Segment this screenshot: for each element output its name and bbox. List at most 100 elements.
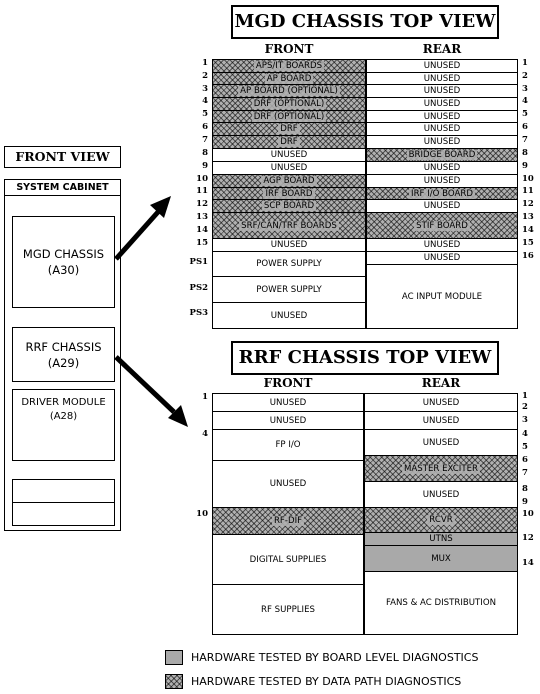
mgd-rear-slot-number: 4 xyxy=(522,96,528,106)
mgd-front-slot-number: PS1 xyxy=(189,257,208,267)
mgd-front-slot-label: POWER SUPPLY xyxy=(256,284,322,295)
mgd-front-slot-number: 5 xyxy=(202,109,208,119)
legend-data-path-text: HARDWARE TESTED BY DATA PATH DIAGNOSTICS xyxy=(191,675,462,688)
mgd-front-slot: POWER SUPPLY xyxy=(212,276,366,303)
rrf-rear-slot-label: UNUSED xyxy=(422,415,460,426)
rrf-rear-slot-label: MASTER EXCITER xyxy=(401,463,480,474)
rrf-rear-slot-number: 12 xyxy=(522,533,534,543)
rrf-front-slot: UNUSED xyxy=(212,411,364,430)
mgd-front-slot-number: 7 xyxy=(202,135,208,145)
rrf-rear-slot-number: 1 xyxy=(522,391,528,401)
mgd-rear-slot-number: 7 xyxy=(522,135,528,145)
mgd-rear-slot: UNUSED xyxy=(366,238,518,252)
rrf-front-slot: DIGITAL SUPPLIES xyxy=(212,534,364,585)
mgd-front-slot-number: 10 xyxy=(196,174,208,184)
mgd-front-slot-number: PS3 xyxy=(189,308,208,318)
rrf-chassis-name: RRF CHASSIS xyxy=(25,339,102,354)
mgd-rear-slot-number: 16 xyxy=(522,251,534,261)
mgd-rear-slot-number: 11 xyxy=(522,186,534,196)
mgd-rear-slot-number: 8 xyxy=(522,148,528,158)
mgd-rear-slot-number: 12 xyxy=(522,199,534,209)
mgd-rear-slot: UNUSED xyxy=(366,97,518,111)
rrf-rear-slot-number: 3 xyxy=(522,415,528,425)
rrf-rear-slot-label: UNUSED xyxy=(422,437,460,448)
mgd-rear-slot-number: 9 xyxy=(522,161,528,171)
mgd-front-slot-label: DRF xyxy=(278,124,300,134)
mgd-rear-slot-label: UNUSED xyxy=(423,240,461,250)
mgd-rear-slot: UNUSED xyxy=(366,161,518,175)
mgd-rear-slot: BRIDGE BOARD xyxy=(366,148,518,162)
rrf-rear-slot-number: 4 xyxy=(522,429,528,439)
rrf-rear-slot: MASTER EXCITER xyxy=(364,455,518,482)
arrow-to-mgd-head xyxy=(150,196,171,218)
mgd-front-slot-number: 15 xyxy=(196,238,208,248)
rrf-rear-slot-number: 14 xyxy=(522,558,534,568)
rrf-rear-slot: UNUSED xyxy=(364,411,518,430)
mgd-front-slot-label: UNUSED xyxy=(270,240,308,250)
mgd-chassis-title: MGD CHASSIS TOP VIEW xyxy=(231,5,499,39)
mgd-rear-slot: UNUSED xyxy=(366,84,518,98)
mgd-rear-slot: UNUSED xyxy=(366,135,518,149)
mgd-front-slot-number: 12 xyxy=(196,199,208,209)
mgd-rear-slot-label: UNUSED xyxy=(423,137,461,147)
system-cabinet-label: SYSTEM CABINET xyxy=(5,180,120,196)
mgd-front-slot: APS/IT BOARDS xyxy=(212,59,366,73)
mgd-front-slot-label: AP BOARD xyxy=(264,73,314,84)
arrow-to-rrf-head xyxy=(168,405,188,427)
mgd-rear-slot-label: UNUSED xyxy=(423,124,461,134)
rrf-rear-slot: UNUSED xyxy=(364,429,518,456)
mgd-rear-slot-label: UNUSED xyxy=(423,111,461,122)
mgd-front-slot-label: DRF (OPTIONAL) xyxy=(251,99,327,109)
mgd-front-slot-label: IRF BOARD xyxy=(263,188,315,199)
mgd-front-slot-label: UNUSED xyxy=(270,310,308,321)
mgd-front-slot-label: POWER SUPPLY xyxy=(256,259,322,269)
rrf-front-slot-number: 4 xyxy=(202,429,208,439)
mgd-front-slot: DRF xyxy=(212,135,366,149)
rrf-rear-slot-number: 2 xyxy=(522,402,528,412)
cabinet-empty-bay xyxy=(12,479,115,526)
arrow-to-rrf xyxy=(114,355,176,414)
mgd-front-slot-label: DRF xyxy=(278,137,300,147)
mgd-rear-slot-label: UNUSED xyxy=(423,86,461,96)
rrf-chassis-title: RRF CHASSIS TOP VIEW xyxy=(231,341,499,375)
mgd-front-slot: DRF (OPTIONAL) xyxy=(212,97,366,111)
mgd-chassis-name: MGD CHASSIS xyxy=(22,247,105,261)
mgd-rear-slot: UNUSED xyxy=(366,174,518,188)
rrf-front-slot: FP I/O xyxy=(212,429,364,461)
rrf-front-slot: UNUSED xyxy=(212,460,364,508)
rrf-front-slot-label: UNUSED xyxy=(269,397,307,408)
rrf-rear-slot-number: 7 xyxy=(522,468,528,478)
mgd-front-slot-number: 6 xyxy=(202,122,208,132)
rrf-rear-slot: MUX xyxy=(364,545,518,572)
rrf-rear-slot-label: MUX xyxy=(431,553,451,564)
mgd-front-slot-label: AGP BOARD xyxy=(261,176,317,186)
mgd-rear-slot-number: 14 xyxy=(522,225,534,235)
mgd-front-slot-label: DRF (OPTIONAL) xyxy=(251,111,327,122)
mgd-chassis-ref: (A30) xyxy=(47,263,80,277)
mgd-rear-slot-label: UNUSED xyxy=(423,201,461,211)
mgd-front-slot-label: UNUSED xyxy=(270,163,308,173)
mgd-rear-slot-label: UNUSED xyxy=(423,61,461,71)
rrf-front-slot-label: DIGITAL SUPPLIES xyxy=(249,554,327,565)
legend-data-path-swatch xyxy=(165,674,183,689)
rrf-front-header: FRONT xyxy=(263,376,313,390)
system-cabinet: SYSTEM CABINET xyxy=(4,179,121,531)
rrf-rear-slot-number: 5 xyxy=(522,442,528,452)
mgd-front-slot-number: 2 xyxy=(202,71,208,81)
mgd-rear-slot-label: UNUSED xyxy=(423,163,461,173)
rrf-front-slot: RF-DIF xyxy=(212,507,364,535)
mgd-rear-slot-label: STIF BOARD xyxy=(414,220,470,231)
driver-module-box: DRIVER MODULE (A28) xyxy=(12,389,115,461)
mgd-rear-slot-number: 1 xyxy=(522,58,528,68)
mgd-front-slot: AP BOARD (OPTIONAL) xyxy=(212,84,366,98)
mgd-front-slot-label: SRF/CAN/TRF BOARDS xyxy=(239,220,339,231)
rrf-rear-slot: FANS & AC DISTRIBUTION xyxy=(364,571,518,635)
mgd-front-slot-number: PS2 xyxy=(189,283,208,293)
mgd-front-slot-number: 14 xyxy=(196,225,208,235)
mgd-front-slot-label: APS/IT BOARDS xyxy=(253,61,325,71)
mgd-front-slot: AGP BOARD xyxy=(212,174,366,188)
arrow-to-mgd xyxy=(114,210,160,261)
rrf-front-slot-label: UNUSED xyxy=(269,479,307,489)
rrf-rear-header: REAR xyxy=(421,376,461,390)
mgd-rear-slot: UNUSED xyxy=(366,122,518,136)
